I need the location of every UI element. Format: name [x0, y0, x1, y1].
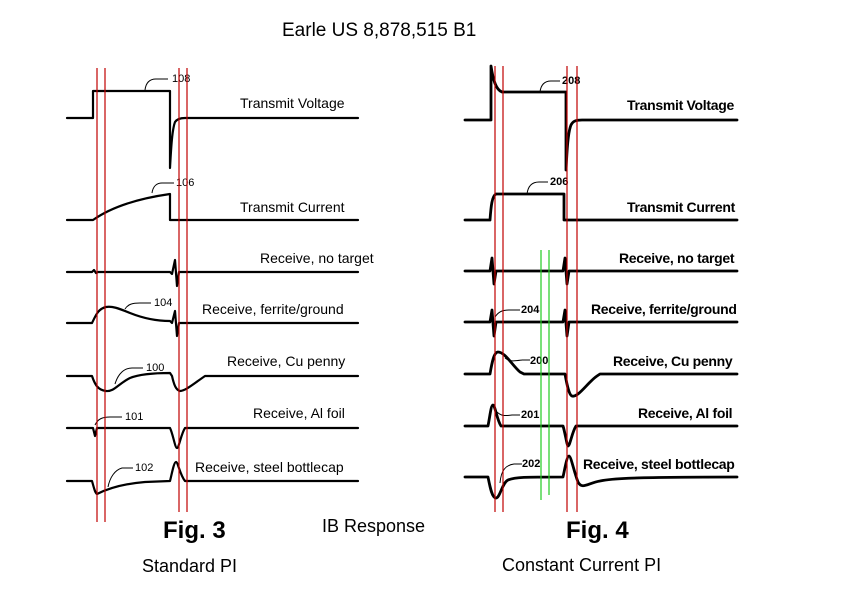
- figure-subtitle: Constant Current PI: [502, 555, 661, 575]
- reference-number: 108: [172, 73, 190, 85]
- trace-label: Receive, no target: [619, 250, 735, 266]
- reference-number: 206: [550, 176, 568, 188]
- trace-transmit-voltage: 108 Transmit Voltage: [65, 73, 360, 170]
- leader-line: [94, 416, 122, 426]
- figure-title: Fig. 4: [566, 517, 629, 544]
- trace-receive-al-foil: 201 Receive, Al foil: [463, 403, 739, 448]
- waveform: [65, 89, 360, 170]
- leader-line: [494, 309, 520, 318]
- waveform: [463, 308, 739, 338]
- trace-label: Receive, Cu penny: [613, 353, 733, 369]
- waveform: [463, 256, 739, 286]
- leader-line: [496, 411, 520, 417]
- trace-label: Receive, Al foil: [253, 405, 345, 421]
- trace-receive-cu-penny: 100 Receive, Cu penny: [65, 353, 360, 393]
- leader-line: [499, 463, 522, 484]
- trace-receive-no-target: Receive, no target: [65, 250, 374, 288]
- waveform: [463, 192, 739, 222]
- leader-line: [539, 80, 560, 93]
- trace-label: Transmit Current: [240, 199, 345, 215]
- reference-number: 102: [135, 462, 153, 474]
- waveform: [463, 403, 739, 448]
- reference-number: 201: [521, 409, 539, 421]
- waveform: [65, 371, 360, 393]
- center-label: IB Response: [322, 516, 425, 536]
- reference-number: 104: [154, 297, 172, 309]
- trace-label: Receive, Cu penny: [227, 353, 345, 369]
- trace-receive-steel-bottlecap: 102 Receive, steel bottlecap: [65, 459, 360, 496]
- trace-label: Transmit Voltage: [240, 95, 345, 111]
- trace-receive-cu-penny: 200 Receive, Cu penny: [463, 350, 739, 398]
- trace-label: Receive, ferrite/ground: [202, 301, 344, 317]
- trace-label: Transmit Voltage: [627, 97, 734, 113]
- trace-transmit-current: 106 Transmit Current: [65, 177, 360, 222]
- page-title: Earle US 8,878,515 B1: [282, 20, 476, 41]
- figure-title: Fig. 3: [163, 517, 226, 544]
- leader-line: [504, 357, 530, 362]
- trace-label: Receive, steel bottlecap: [195, 459, 344, 475]
- leader-line: [526, 181, 548, 195]
- waveform: [65, 426, 360, 450]
- leader-line: [144, 78, 168, 91]
- figure-3: 108 Transmit Voltage 106 Transmit Curren…: [65, 68, 374, 576]
- trace-transmit-current: 206 Transmit Current: [463, 176, 739, 222]
- trace-receive-steel-bottlecap: 202 Receive, steel bottlecap: [463, 454, 739, 500]
- trace-label: Receive, Al foil: [638, 405, 732, 421]
- trace-label: Receive, steel bottlecap: [583, 456, 735, 472]
- trace-receive-ferrite-ground: 104 Receive, ferrite/ground: [65, 297, 360, 338]
- waveform: [65, 460, 360, 496]
- figure-4: 208 Transmit Voltage 206 Transmit Curren…: [463, 64, 739, 575]
- trace-receive-no-target: Receive, no target: [463, 250, 739, 286]
- trace-receive-al-foil: 101 Receive, Al foil: [65, 405, 360, 450]
- waveform: [463, 64, 739, 172]
- reference-number: 200: [530, 355, 548, 367]
- waveform: [65, 192, 360, 222]
- reference-number: 204: [521, 304, 540, 316]
- waveform: [65, 258, 360, 288]
- leader-line: [151, 182, 174, 194]
- leader-line: [107, 467, 133, 488]
- reference-number: 106: [176, 177, 194, 189]
- leader-line: [114, 367, 143, 385]
- trace-label: Receive, no target: [260, 250, 374, 266]
- reference-number: 101: [125, 411, 143, 423]
- trace-label: Transmit Current: [627, 199, 736, 215]
- reference-number: 202: [522, 458, 540, 470]
- reference-number: 100: [146, 362, 164, 374]
- figure-subtitle: Standard PI: [142, 556, 237, 576]
- trace-transmit-voltage: 208 Transmit Voltage: [463, 64, 739, 172]
- reference-number: 208: [562, 75, 580, 87]
- leader-line: [124, 302, 151, 310]
- trace-label: Receive, ferrite/ground: [591, 301, 737, 317]
- trace-receive-ferrite-ground: 204 Receive, ferrite/ground: [463, 301, 739, 338]
